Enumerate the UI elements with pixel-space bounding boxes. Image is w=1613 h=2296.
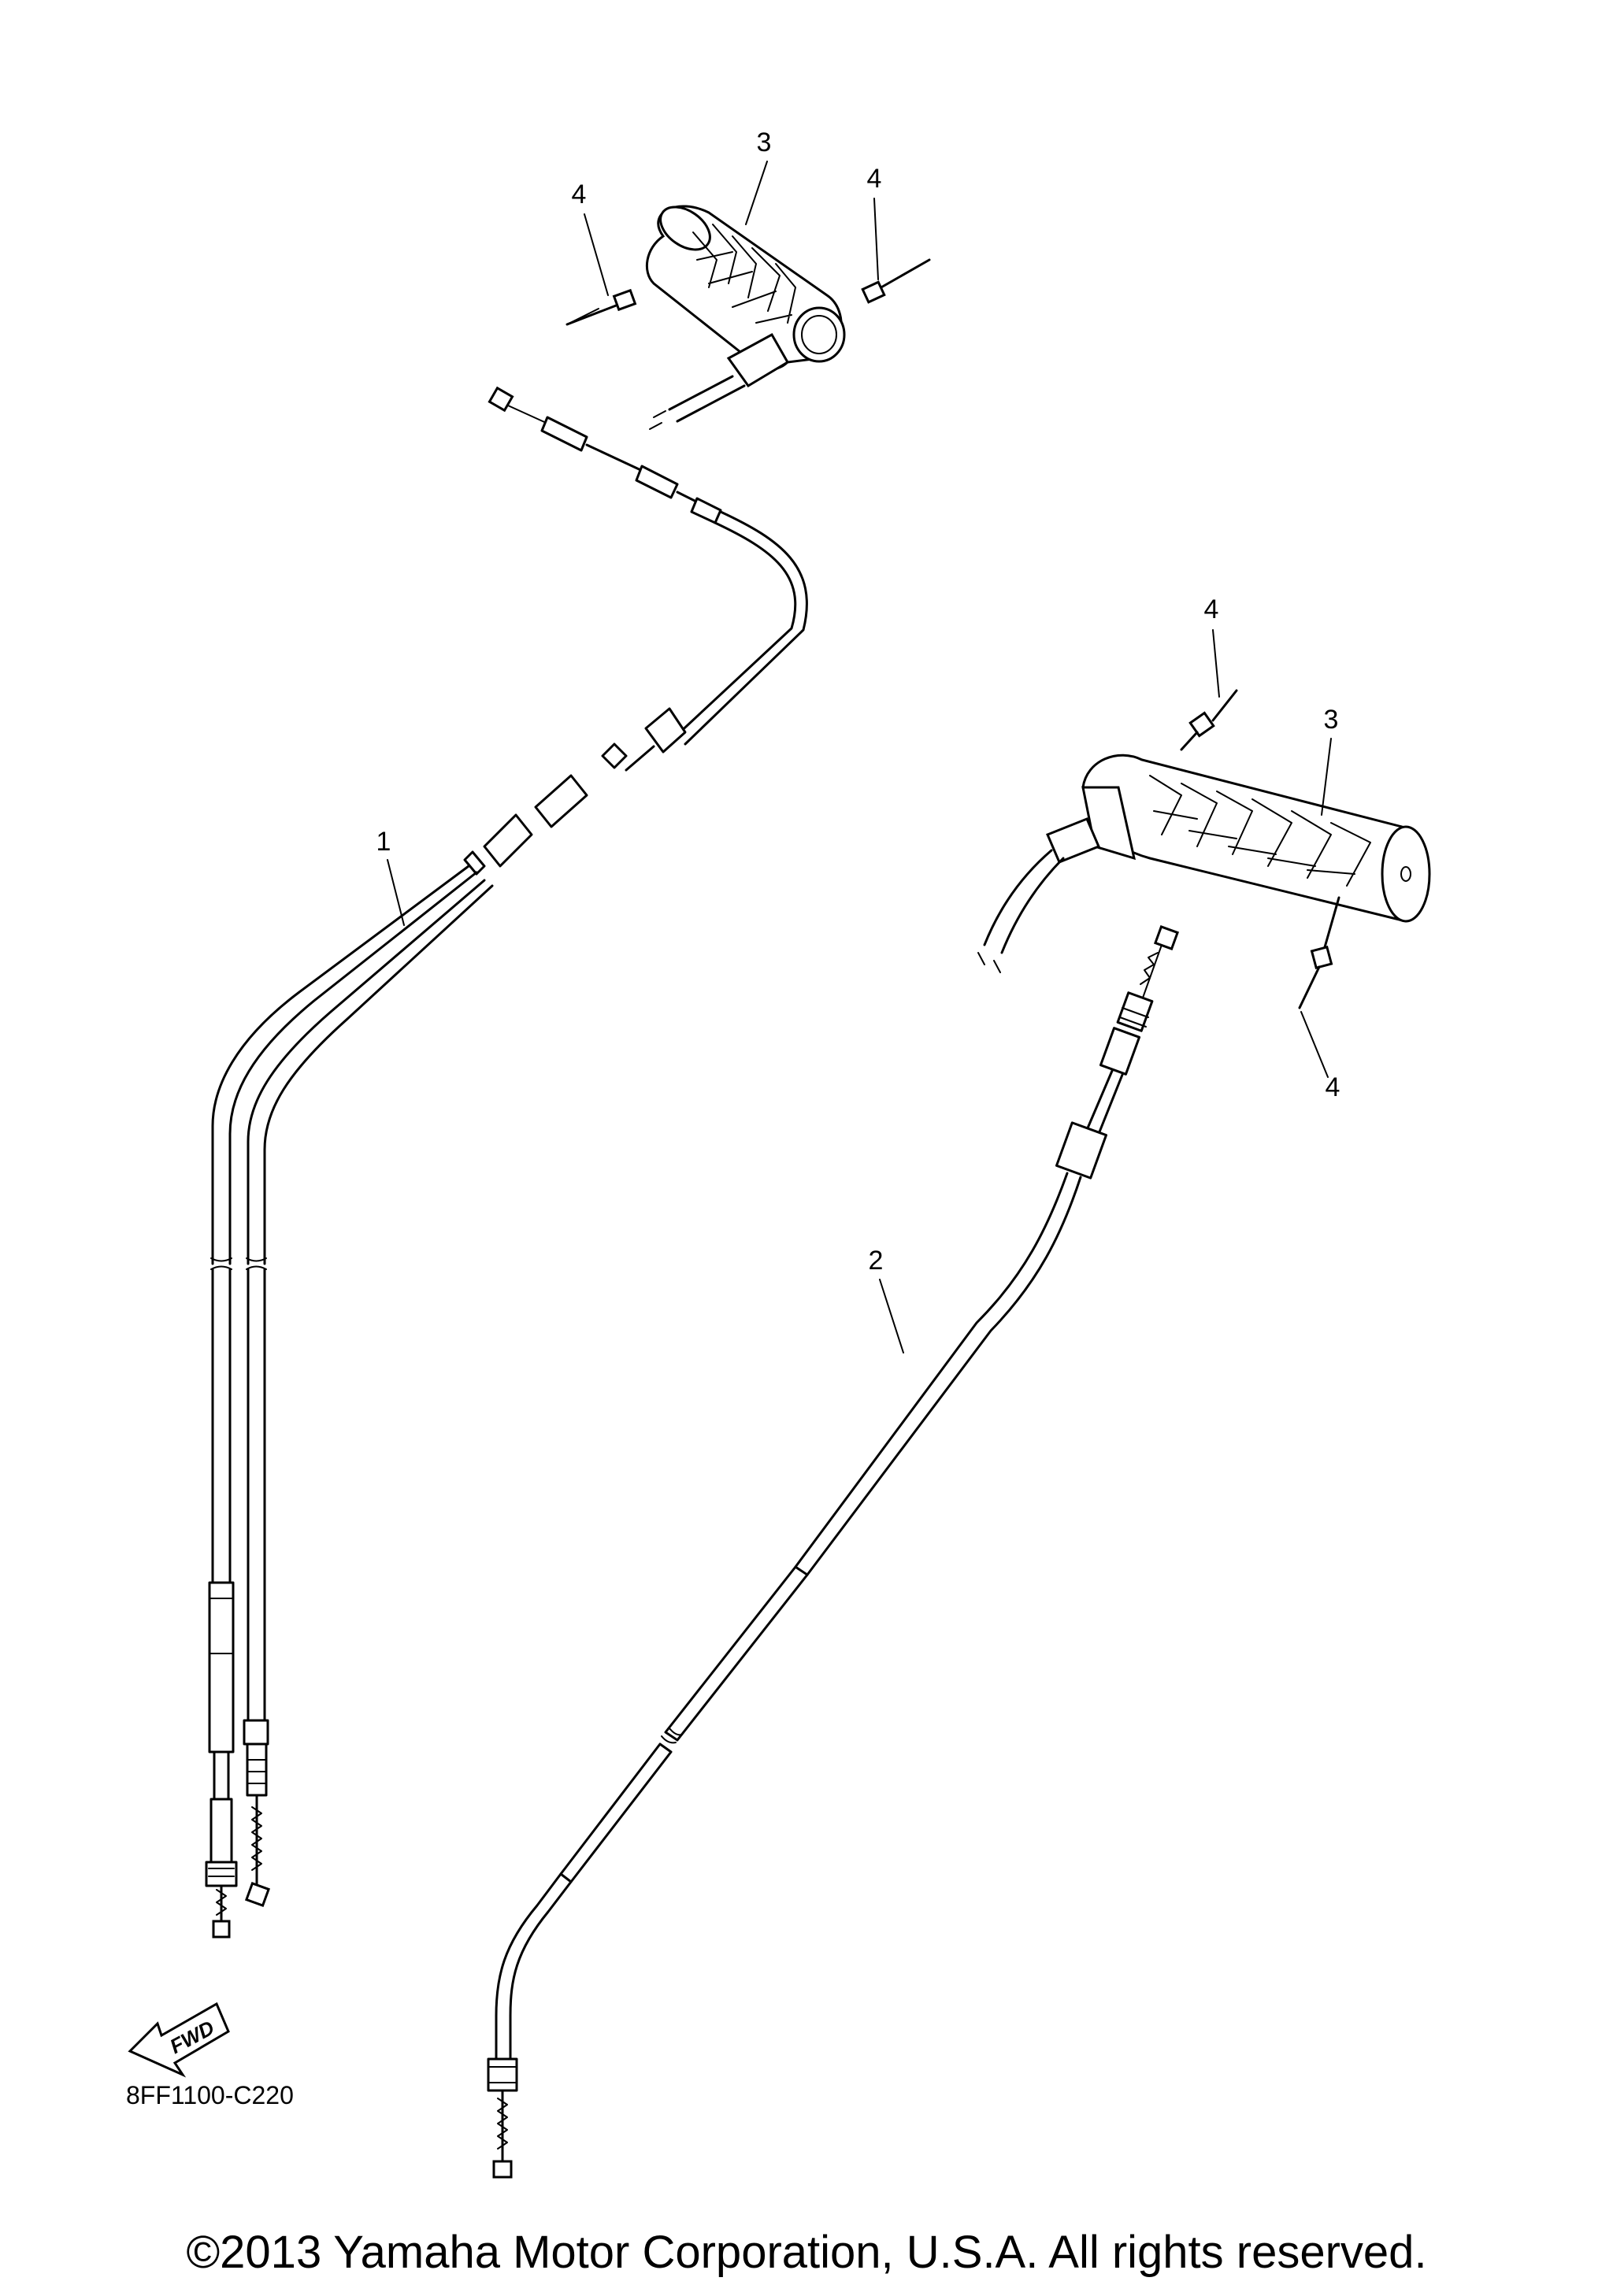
callout-screw-upper-left: 4 — [572, 180, 587, 209]
upper-right-screw — [861, 258, 931, 304]
upper-left-screw — [565, 288, 637, 326]
callout-cable-1: 1 — [376, 827, 391, 857]
callout-grip-upper: 3 — [757, 128, 772, 157]
lower-bottom-screw — [1298, 896, 1340, 1009]
callout-screw-upper-right: 4 — [867, 164, 882, 194]
callout-grip-lower: 3 — [1324, 705, 1339, 735]
callout-screw-lower-top: 4 — [1204, 594, 1219, 624]
lower-throttle-grip — [977, 754, 1431, 973]
throttle-cable-1 — [205, 386, 808, 1939]
copyright-notice: ©2013 Yamaha Motor Corporation, U.S.A. A… — [186, 2227, 1426, 2278]
lower-top-screw — [1180, 689, 1238, 751]
throttle-cable-2 — [487, 924, 1180, 2179]
callout-screw-lower-bottom: 4 — [1326, 1072, 1340, 1102]
fwd-arrow-icon: FWD — [128, 2002, 230, 2078]
diagram-code: 8FF1100-C220 — [126, 2081, 294, 2109]
upper-throttle-grip — [646, 205, 846, 430]
callout-cable-2: 2 — [869, 1246, 884, 1276]
